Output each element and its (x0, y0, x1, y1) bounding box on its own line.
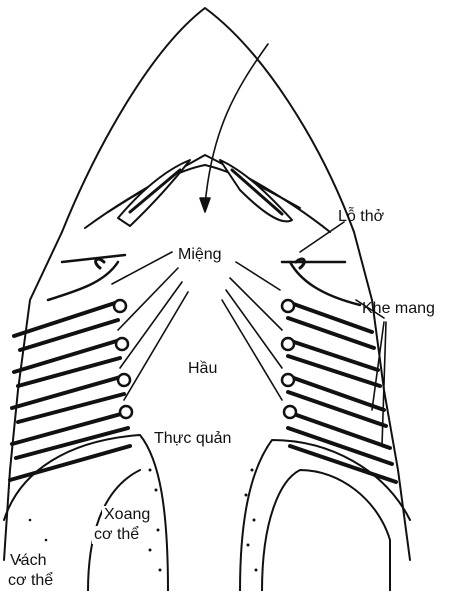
label-breathing-hole: Lỗ thở (338, 208, 384, 226)
label-body-cavity-line2: cơ thể (92, 526, 141, 544)
left-gill-arches (10, 255, 132, 480)
arrow-mouth-left-4 (124, 292, 188, 400)
right-body-wall (354, 232, 410, 560)
label-mouth: Miệng (176, 246, 224, 264)
right-cavity-inner (262, 470, 390, 591)
arrow-mouth-left-1 (112, 252, 172, 284)
label-esophagus: Thực quản (152, 430, 233, 448)
label-body-wall-line1: Vách (10, 552, 46, 570)
spiracle-left-inner (130, 170, 180, 212)
right-gill-arches (282, 259, 396, 482)
label-body-wall-line2: cơ thể (8, 572, 53, 590)
arrow-mouth-right-4 (222, 300, 282, 400)
label-body-cavity-line1: Xoang (102, 506, 152, 524)
spiracle-right-inner (232, 170, 282, 214)
arrow-mouth-right-1 (236, 262, 280, 290)
flow-arrows (112, 44, 386, 446)
pointer-khe-mang-2 (372, 322, 384, 410)
label-pharynx: Hầu (186, 360, 219, 378)
label-gill-slits: Khe mang (362, 300, 435, 318)
